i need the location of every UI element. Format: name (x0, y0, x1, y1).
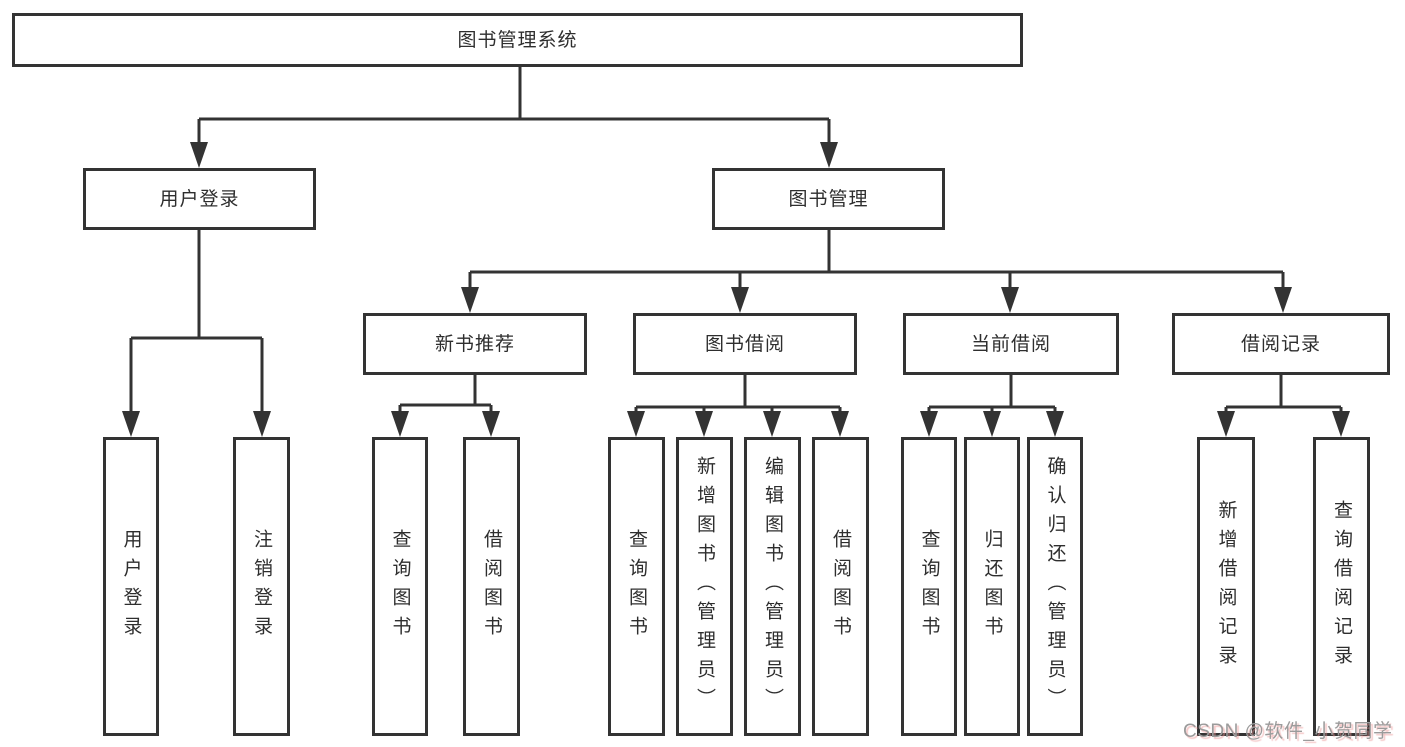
connector-current-borrow-to-children (927, 375, 1057, 415)
connector-root-to-level2 (197, 67, 831, 145)
arrowhead-icons (122, 142, 1350, 437)
connector-book-borrow-to-children (634, 375, 842, 415)
csdn-watermark: CSDN @软件_小贺同学 (1183, 721, 1393, 742)
arrowhead-icon (122, 411, 140, 437)
arrowhead-icon (731, 287, 749, 313)
connector-book-mgmt-to-children (468, 230, 1285, 291)
node-leaf-return-book: 归还图书 (964, 437, 1020, 736)
arrowhead-icon (1217, 411, 1235, 437)
arrowhead-icon (695, 411, 713, 437)
node-new-book-recommend: 新书推荐 (363, 313, 587, 375)
node-leaf-recommend-query-book: 查询图书 (372, 437, 428, 736)
node-leaf-user-login: 用户登录 (103, 437, 159, 736)
arrowhead-icon (391, 411, 409, 437)
node-leaf-borrow-query-book: 查询图书 (608, 437, 665, 736)
arrowhead-icon (831, 411, 849, 437)
node-leaf-recommend-borrow-book: 借阅图书 (463, 437, 520, 736)
arrowhead-icon (1274, 287, 1292, 313)
arrowhead-icon (627, 411, 645, 437)
node-user-login: 用户登录 (83, 168, 316, 230)
node-book-borrow: 图书借阅 (633, 313, 857, 375)
node-leaf-current-query-book: 查询图书 (901, 437, 957, 736)
node-borrow-record: 借阅记录 (1172, 313, 1390, 375)
node-leaf-add-book-admin: 新增图书（管理员） (676, 437, 733, 736)
arrowhead-icon (482, 411, 500, 437)
node-leaf-add-borrow-record: 新增借阅记录 (1197, 437, 1255, 736)
node-leaf-logout: 注销登录 (233, 437, 290, 736)
arrowhead-icon (190, 142, 208, 168)
arrowhead-icon (461, 287, 479, 313)
node-book-management: 图书管理 (712, 168, 945, 230)
arrowhead-icon (763, 411, 781, 437)
arrowhead-icon (983, 411, 1001, 437)
node-leaf-borrow-book: 借阅图书 (812, 437, 869, 736)
connector-new-book-rec-to-children (398, 375, 493, 415)
arrowhead-icon (1001, 287, 1019, 313)
arrowhead-icon (1332, 411, 1350, 437)
node-leaf-confirm-return-admin: 确认归还（管理员） (1027, 437, 1083, 736)
connector-user-login-to-children (129, 230, 264, 415)
node-leaf-edit-book-admin: 编辑图书（管理员） (744, 437, 801, 736)
node-leaf-query-borrow-record: 查询借阅记录 (1313, 437, 1370, 736)
arrowhead-icon (253, 411, 271, 437)
node-current-borrow: 当前借阅 (903, 313, 1119, 375)
node-root: 图书管理系统 (12, 13, 1023, 67)
connector-borrow-record-to-children (1224, 375, 1343, 415)
arrowhead-icon (820, 142, 838, 168)
arrowhead-icon (1046, 411, 1064, 437)
arrowhead-icon (920, 411, 938, 437)
